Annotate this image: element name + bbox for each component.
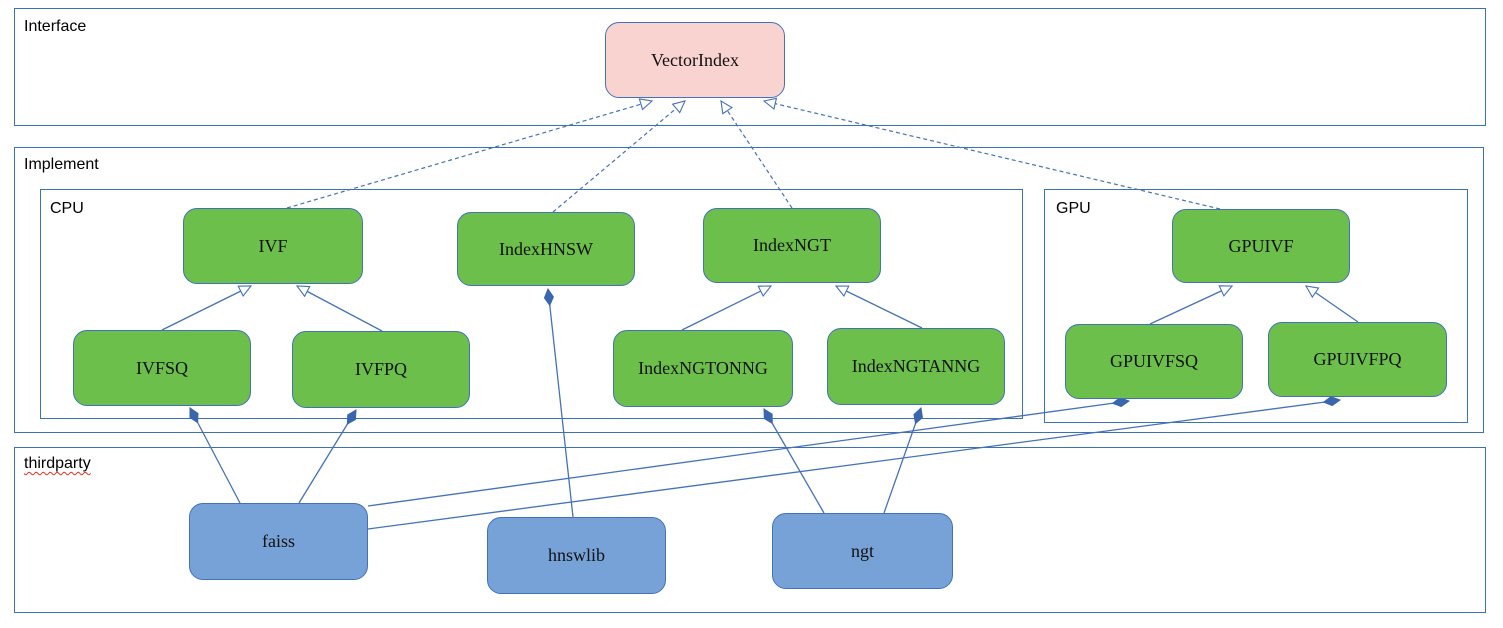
node-gpuivf[interactable]: GPUIVF [1172, 209, 1350, 283]
node-indexngtonng[interactable]: IndexNGTONNG [613, 330, 793, 407]
node-ivf[interactable]: IVF [183, 208, 363, 284]
node-gpuivfpq-label: GPUIVFPQ [1313, 349, 1402, 369]
node-indexngt-label: IndexNGT [753, 235, 831, 255]
thirdparty-section-label: thirdparty [24, 455, 91, 472]
gpu-section-label: GPU [1056, 200, 1091, 217]
node-faiss[interactable]: faiss [189, 503, 368, 580]
node-gpuivf-label: GPUIVF [1228, 235, 1294, 256]
node-indexngtanng[interactable]: IndexNGTANNG [827, 328, 1005, 405]
node-faiss-label: faiss [262, 531, 295, 551]
node-ngt-label: ngt [850, 540, 874, 561]
node-indexngt[interactable]: IndexNGT [703, 208, 881, 283]
node-hnswlib[interactable]: hnswlib [487, 517, 666, 594]
node-hnswlib-label: hnswlib [547, 545, 605, 565]
node-gpuivfpq[interactable]: GPUIVFPQ [1268, 322, 1447, 397]
node-ivfsq[interactable]: IVFSQ [73, 330, 251, 406]
node-gpuivfsq[interactable]: GPUIVFSQ [1065, 324, 1243, 399]
node-ngt[interactable]: ngt [772, 513, 953, 589]
node-ivfsq-label: IVFSQ [135, 357, 188, 378]
node-indexhnsw[interactable]: IndexHNSW [457, 212, 635, 286]
node-indexngtanng-label: IndexNGTANNG [851, 356, 981, 376]
node-indexhnsw-label: IndexHNSW [499, 238, 593, 259]
node-vectorindex[interactable]: VectorIndex [605, 22, 785, 98]
interface-section-label: Interface [24, 18, 87, 35]
node-vectorindex-label: VectorIndex [651, 49, 739, 70]
node-indexngtonng-label: IndexNGTONNG [638, 358, 768, 378]
node-gpuivfsq-label: GPUIVFSQ [1109, 351, 1199, 371]
cpu-section-label: CPU [50, 200, 84, 217]
node-ivfpq-label: IVFPQ [354, 359, 407, 379]
implement-section-label: Implement [24, 156, 99, 173]
node-ivf-label: IVF [258, 235, 288, 256]
node-ivfpq[interactable]: IVFPQ [292, 331, 470, 408]
